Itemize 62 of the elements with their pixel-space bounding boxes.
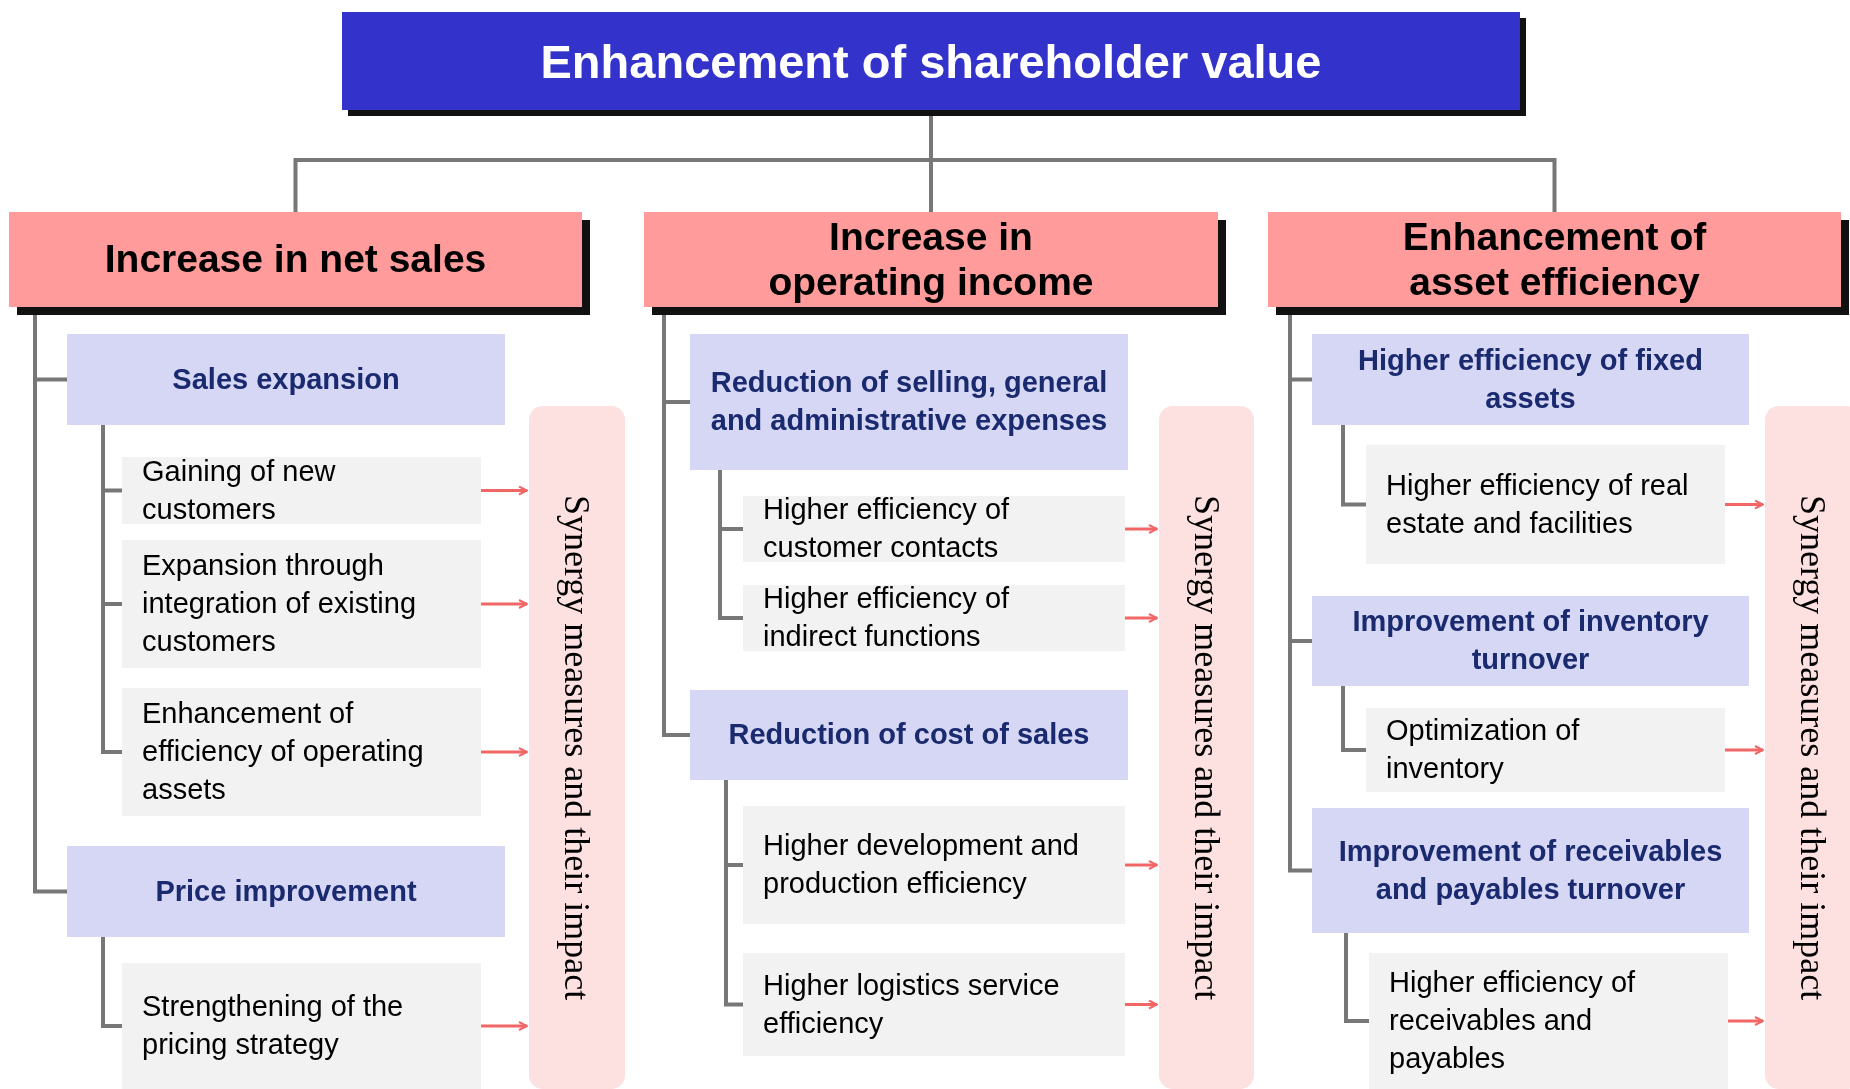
arrow: [1125, 524, 1158, 534]
subcategory-text: Improvement of receivables and payables turnover: [1337, 833, 1724, 907]
measure-text: Gaining of new customers: [142, 453, 337, 527]
measure-box: [122, 688, 481, 816]
measure-box: [1369, 953, 1728, 1089]
connector-line: [1341, 425, 1366, 507]
synergy-band: [529, 406, 625, 1089]
measure-box: [122, 457, 481, 524]
connector-line: [1341, 686, 1366, 752]
measure-box: [743, 953, 1125, 1056]
subcategory-text: Price improvement: [155, 873, 417, 909]
subcategory-text: Reduction of cost of sales: [728, 717, 1090, 753]
subcategory-text: Higher efficiency of fixed assets: [1357, 342, 1704, 416]
arrow: [481, 599, 528, 609]
subcategory-box: [67, 846, 505, 937]
measure-box: [1366, 445, 1725, 564]
synergy-text: Synergy measures and their impact: [556, 494, 598, 1001]
subcategory-box: [67, 334, 505, 425]
subcategory-text: Reduction of selling, general and administrative expenses: [709, 365, 1109, 438]
subcategory-box: [690, 690, 1128, 780]
arrow: [481, 1021, 528, 1031]
measure-box: [743, 585, 1125, 651]
subcategory-text: Improvement of inventory turnover: [1351, 604, 1710, 677]
measure-box: [122, 540, 481, 668]
measure-text: Higher efficiency of customer contacts: [763, 492, 1011, 565]
subcategory-box: [1312, 334, 1749, 425]
subcategory-box: [690, 334, 1128, 470]
connector-line: [101, 937, 122, 1028]
synergy-text: Synergy measures and their impact: [1185, 494, 1228, 1001]
measure-box: [743, 806, 1125, 924]
measure-text: Higher development and production efficiency: [763, 828, 1080, 901]
connector-line: [101, 425, 122, 754]
arrow: [1725, 499, 1764, 510]
header-text: Increase in net sales: [104, 237, 487, 282]
arrow: [1125, 860, 1158, 870]
measure-box: [1366, 708, 1725, 792]
subcategory-box: [1312, 808, 1749, 933]
measure-text: Optimization of inventory: [1386, 713, 1581, 786]
arrow: [1725, 745, 1764, 755]
title-text: Enhancement of shareholder value: [540, 33, 1322, 89]
arrow: [1125, 613, 1158, 623]
synergy-band: [1765, 406, 1850, 1089]
connector-line: [1344, 933, 1369, 1023]
measure-box: [122, 963, 481, 1089]
header-text: Enhancement of asset efficiency: [1401, 214, 1708, 305]
measure-text: Enhancement of efficiency of operating assets: [142, 696, 425, 807]
arrow: [1728, 1016, 1764, 1026]
arrow: [481, 485, 528, 496]
measure-text: Strengthening of the pricing strategy: [142, 989, 405, 1062]
measure-text: Expansion through integration of existing customers: [142, 548, 418, 659]
header-text: Increase in operating income: [767, 214, 1095, 305]
measure-text: Higher efficiency of real estate and facilities: [1386, 467, 1690, 541]
measure-box: [743, 496, 1125, 562]
measure-text: Higher efficiency of receivables and payables: [1389, 965, 1637, 1076]
subcategory-text: Sales expansion: [172, 361, 400, 397]
synergy-band: [1159, 406, 1254, 1089]
arrow: [481, 747, 528, 757]
subcategory-box: [1312, 596, 1749, 686]
measure-text: Higher efficiency of indirect functions: [763, 581, 1011, 654]
arrow: [1125, 999, 1158, 1010]
synergy-text: Synergy measures and their impact: [1791, 494, 1834, 1001]
measure-text: Higher logistics service efficiency: [763, 967, 1061, 1041]
